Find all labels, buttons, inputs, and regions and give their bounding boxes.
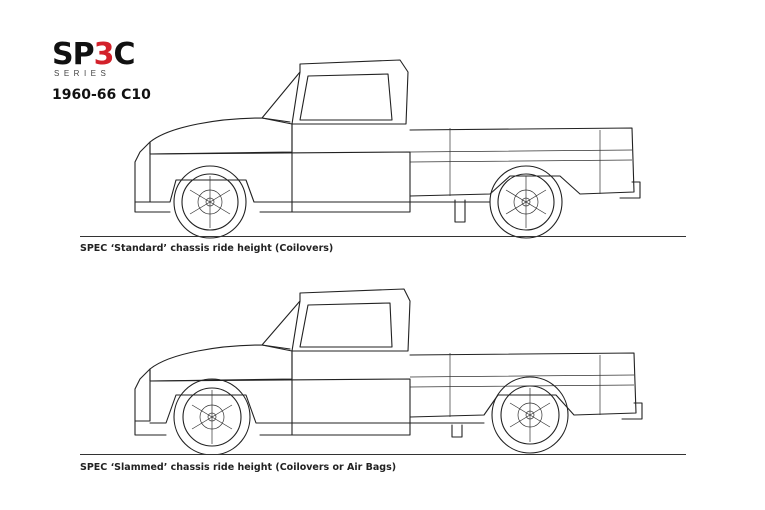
pickup-truck-icon (134, 59, 641, 223)
wheel-icon (491, 376, 569, 454)
pickup-truck-icon (134, 288, 643, 438)
ground-line-standard (80, 236, 686, 237)
wheel-icon (489, 165, 563, 239)
logo-accent: 3 (93, 37, 115, 72)
logo-subtitle: SERIES (54, 69, 111, 78)
logo-suffix: C (113, 37, 135, 72)
model-title: 1960-66 C10 (52, 87, 151, 103)
caption-standard: SPEC ‘Standard’ chassis ride height (Coi… (80, 243, 334, 254)
wheel-icon (173, 378, 251, 455)
logo-prefix: SP (52, 37, 95, 72)
truck-standard-drawing (134, 59, 641, 239)
truck-slammed-drawing (134, 288, 643, 455)
caption-slammed: SPEC ‘Slammed’ chassis ride height (Coil… (80, 462, 397, 473)
logo-wordmark: SP3C (52, 40, 142, 70)
spec-series-logo: SP3C SERIES (52, 40, 142, 79)
wheel-icon (173, 165, 247, 239)
ground-line-slammed (80, 454, 686, 455)
